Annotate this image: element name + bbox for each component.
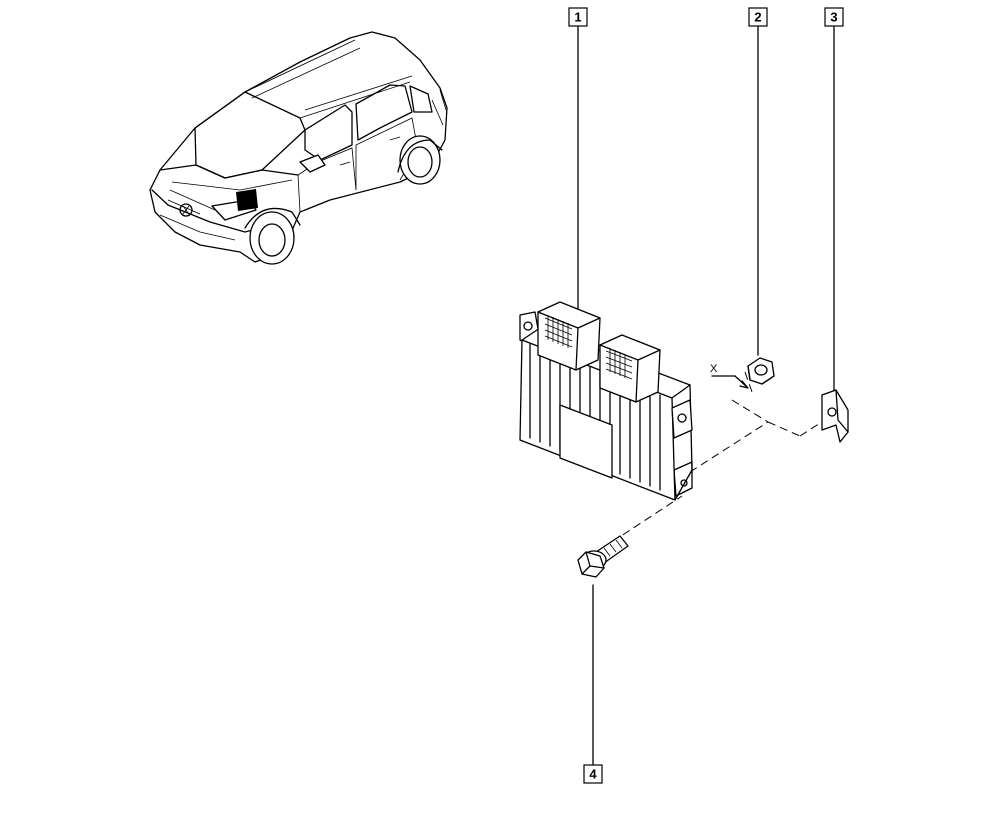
callout-3: 3: [824, 7, 844, 27]
x-label: X: [710, 363, 718, 375]
callout-1-label: 1: [574, 10, 581, 25]
nut: [747, 357, 775, 385]
callout-4-label: 4: [589, 767, 597, 782]
callout-2-label: 2: [754, 10, 761, 25]
clip-bracket: [821, 389, 849, 443]
ecu-module: [519, 301, 693, 501]
callout-4: 4: [583, 764, 603, 784]
callout-2: 2: [748, 7, 768, 27]
callout-1: 1: [568, 7, 588, 27]
bolt: [577, 535, 629, 578]
x-dimension-marker: X: [710, 363, 749, 389]
callout-3-label: 3: [830, 10, 837, 25]
leader-lines: [577, 24, 835, 766]
vehicle-illustration: [149, 31, 448, 265]
